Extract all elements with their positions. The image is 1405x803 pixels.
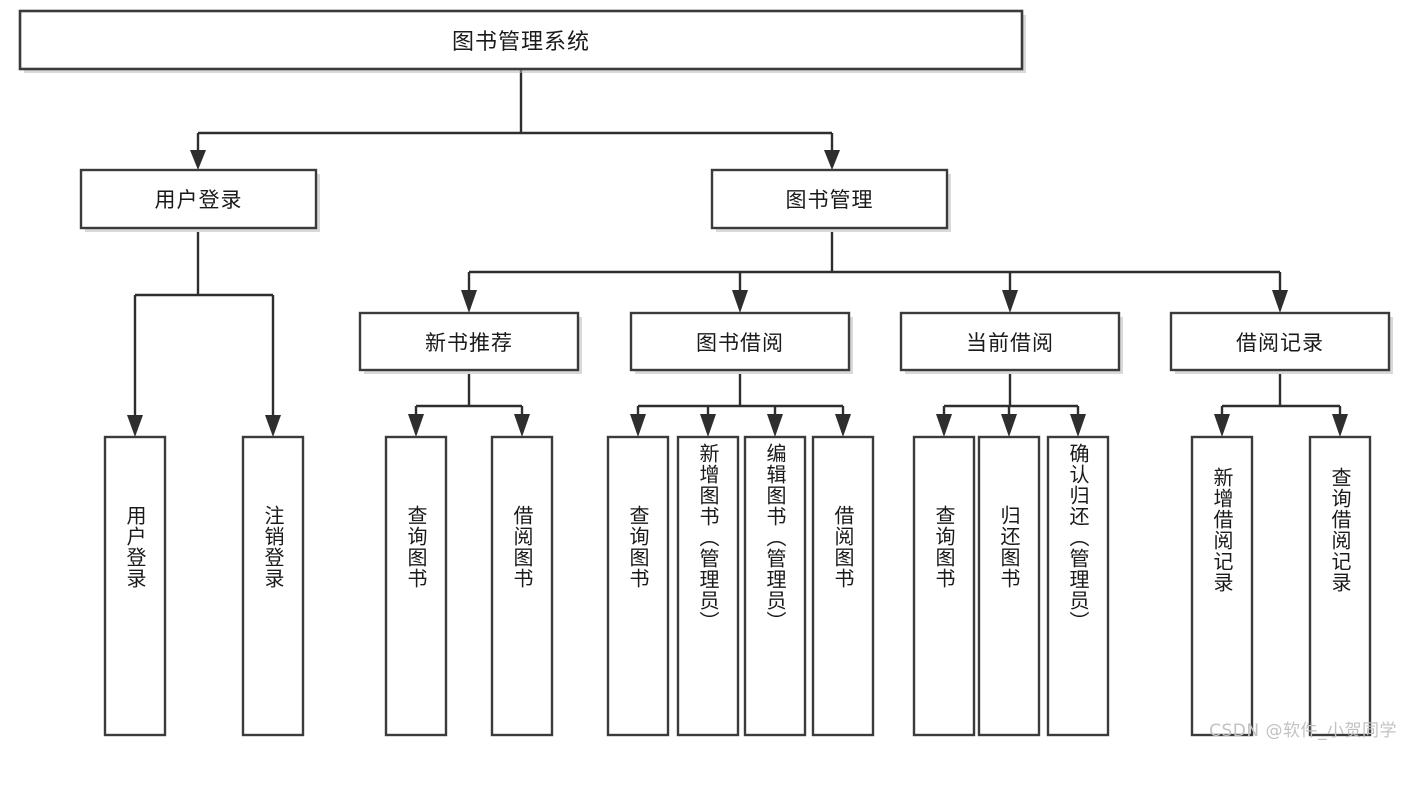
- node-leaf-add-book-box[interactable]: [676, 435, 740, 737]
- node-leaf-user-login-box[interactable]: [103, 435, 167, 737]
- node-current-borrow-box[interactable]: [899, 311, 1121, 372]
- arrow-down-icon-user-login: [190, 150, 206, 170]
- arrow-down-icon-leaf-add-book: [700, 414, 716, 437]
- arrow-down-icon-current-borrow: [1002, 290, 1018, 313]
- node-book-manage-box[interactable]: [710, 168, 949, 230]
- node-leaf-query-book-1-box[interactable]: [384, 435, 448, 737]
- box-layer: [18, 9, 1393, 737]
- node-root-box[interactable]: [18, 9, 1024, 71]
- node-user-login-box[interactable]: [79, 168, 318, 230]
- node-leaf-query-book-3-box[interactable]: [912, 435, 976, 737]
- arrow-down-icon-leaf-query-book-3: [936, 414, 952, 437]
- connector-layer: [127, 69, 1348, 437]
- arrow-down-icon-leaf-query-book-1: [408, 414, 424, 437]
- node-leaf-confirm-return-box[interactable]: [1046, 435, 1110, 737]
- arrow-down-icon-leaf-user-login: [127, 415, 143, 437]
- arrow-down-icon-leaf-return-book: [1001, 414, 1017, 437]
- node-leaf-add-record-box[interactable]: [1190, 435, 1254, 737]
- arrow-down-icon-new-book-recommend: [461, 290, 477, 313]
- arrow-down-icon-leaf-user-logout: [265, 415, 281, 437]
- node-leaf-query-record-box[interactable]: [1308, 435, 1372, 737]
- arrow-down-icon-leaf-add-record: [1214, 414, 1230, 437]
- node-leaf-borrow-book-1-box[interactable]: [490, 435, 554, 737]
- arrow-down-icon-borrow-record: [1272, 290, 1288, 313]
- arrow-down-icon-book-borrow: [732, 290, 748, 313]
- arrow-down-icon-leaf-borrow-book-1: [514, 414, 530, 437]
- node-new-book-recommend-box[interactable]: [358, 311, 580, 372]
- arrow-down-icon-leaf-borrow-book-2: [835, 414, 851, 437]
- arrow-down-icon-leaf-confirm-return: [1070, 414, 1086, 437]
- node-leaf-borrow-book-2-box[interactable]: [811, 435, 875, 737]
- diagram-root: 图书管理系统 用户登录 图书管理 新书推荐 图书借阅 当前借阅 借阅记录 用户登…: [18, 9, 1397, 741]
- arrow-down-icon-book-manage: [824, 150, 840, 170]
- node-leaf-return-book-box[interactable]: [977, 435, 1041, 737]
- arrow-down-icon-leaf-query-book-2: [630, 414, 646, 437]
- node-book-borrow-box[interactable]: [629, 311, 851, 372]
- node-leaf-query-book-2-box[interactable]: [606, 435, 670, 737]
- diagram-canvas: [18, 9, 1393, 737]
- node-leaf-user-logout-box[interactable]: [241, 435, 305, 737]
- node-leaf-edit-book-box[interactable]: [743, 435, 807, 737]
- node-borrow-record-box[interactable]: [1169, 311, 1391, 372]
- arrow-down-icon-leaf-query-record: [1332, 414, 1348, 437]
- arrow-down-icon-leaf-edit-book: [767, 414, 783, 437]
